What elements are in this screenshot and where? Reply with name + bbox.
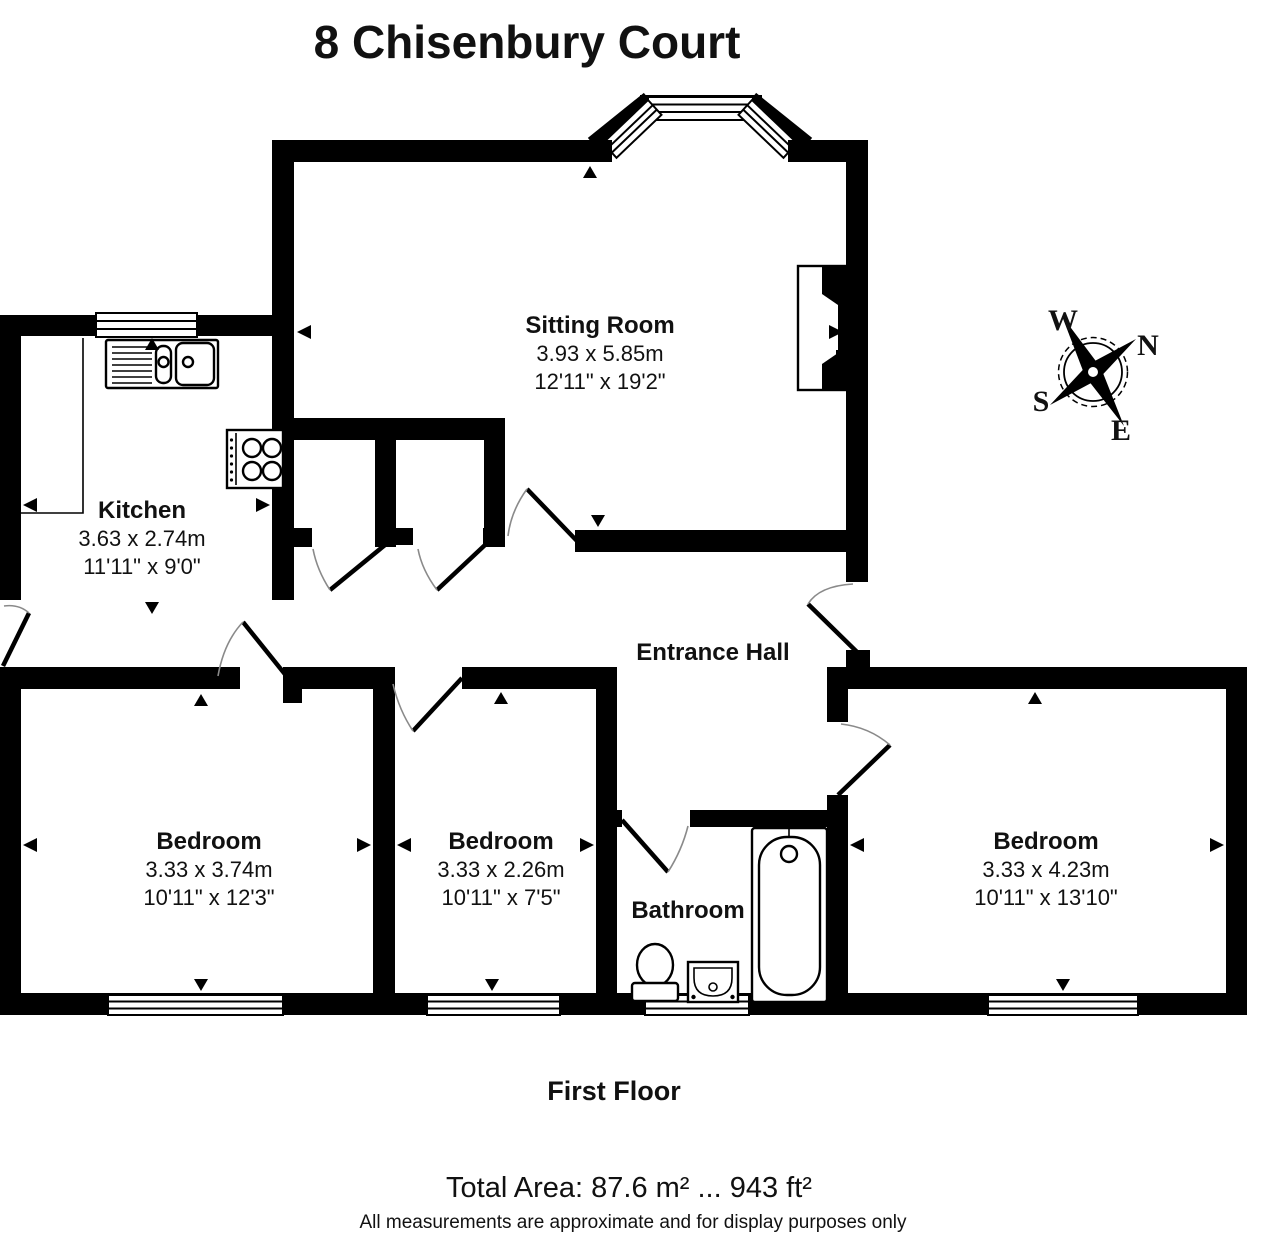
floor-label: First Floor <box>547 1076 681 1106</box>
disclaimer-label: All measurements are approximate and for… <box>359 1212 907 1233</box>
svg-text:3.33 x 2.26m: 3.33 x 2.26m <box>437 857 564 882</box>
kitchen-label: Kitchen 3.63 x 2.74m 11'11" x 9'0" <box>78 497 205 579</box>
fireplace-icon <box>796 264 848 392</box>
compass-north-label: N <box>1137 329 1159 362</box>
cupboard-door-2 <box>417 543 487 592</box>
svg-text:Bedroom: Bedroom <box>993 828 1098 855</box>
sitting-room-label: Sitting Room 3.93 x 5.85m 12'11" x 19'2" <box>525 312 674 394</box>
kitchen-hall-door <box>0 604 32 667</box>
compass-east-label: E <box>1111 414 1131 447</box>
bedroom-right-window <box>987 994 1139 1016</box>
room-labels: Sitting Room 3.93 x 5.85m 12'11" x 19'2"… <box>78 312 1117 924</box>
svg-text:3.63 x 2.74m: 3.63 x 2.74m <box>78 526 205 551</box>
bedroom-middle-window <box>426 994 561 1016</box>
svg-text:Bedroom: Bedroom <box>156 828 261 855</box>
bedroom-right-door <box>836 723 892 797</box>
entrance-door <box>806 583 859 654</box>
doors <box>0 487 892 874</box>
measurement-markers <box>23 166 1224 991</box>
svg-text:Bathroom: Bathroom <box>631 897 744 924</box>
svg-text:Entrance Hall: Entrance Hall <box>636 639 789 666</box>
bay-top-window <box>647 96 754 121</box>
bedroom-left-window <box>107 994 284 1016</box>
compass-south-label: S <box>1033 385 1050 418</box>
compass-rose: W N S E <box>1033 304 1160 447</box>
svg-text:10'11" x 12'3": 10'11" x 12'3" <box>143 885 274 910</box>
basin-icon <box>686 960 740 1004</box>
svg-text:Bedroom: Bedroom <box>448 828 553 855</box>
page-title: 8 Chisenbury Court <box>314 16 741 68</box>
bedroom-middle-label: Bedroom 3.33 x 2.26m 10'11" x 7'5" <box>437 828 564 910</box>
svg-text:11'11" x 9'0": 11'11" x 9'0" <box>83 554 200 579</box>
svg-text:10'11" x 13'10": 10'11" x 13'10" <box>974 885 1118 910</box>
svg-text:12'11" x 19'2": 12'11" x 19'2" <box>534 369 665 394</box>
bathroom-door <box>620 818 689 874</box>
kitchen-sink-icon <box>104 338 220 390</box>
cupboard-door-1 <box>312 543 387 592</box>
svg-text:3.33 x 4.23m: 3.33 x 4.23m <box>982 857 1109 882</box>
bay-window <box>587 92 813 160</box>
svg-text:10'11" x 7'5": 10'11" x 7'5" <box>441 885 560 910</box>
bathroom-label: Bathroom <box>631 897 744 924</box>
svg-text:3.33 x 3.74m: 3.33 x 3.74m <box>145 857 272 882</box>
svg-text:Sitting Room: Sitting Room <box>525 312 674 339</box>
kitchen-hob-icon <box>225 428 285 490</box>
kitchen-counter <box>21 338 84 514</box>
bathroom-fixtures <box>630 826 829 1004</box>
svg-text:3.93 x 5.85m: 3.93 x 5.85m <box>536 341 663 366</box>
compass-west-label: W <box>1048 304 1078 337</box>
total-area-label: Total Area: 87.6 m² ... 943 ft² <box>446 1172 812 1204</box>
bedroom-middle-door <box>392 676 464 733</box>
bedroom-left-door <box>217 620 290 680</box>
sitting-room-door <box>507 487 579 543</box>
bedroom-right-label: Bedroom 3.33 x 4.23m 10'11" x 13'10" <box>974 828 1118 910</box>
kitchen-fixtures <box>21 338 285 514</box>
kitchen-window <box>95 312 198 338</box>
entrance-hall-label: Entrance Hall <box>636 639 789 666</box>
bathtub-icon <box>750 826 829 1004</box>
bedroom-left-label: Bedroom 3.33 x 3.74m 10'11" x 12'3" <box>143 828 274 910</box>
toilet-icon <box>630 942 680 1003</box>
svg-text:Kitchen: Kitchen <box>98 497 186 524</box>
